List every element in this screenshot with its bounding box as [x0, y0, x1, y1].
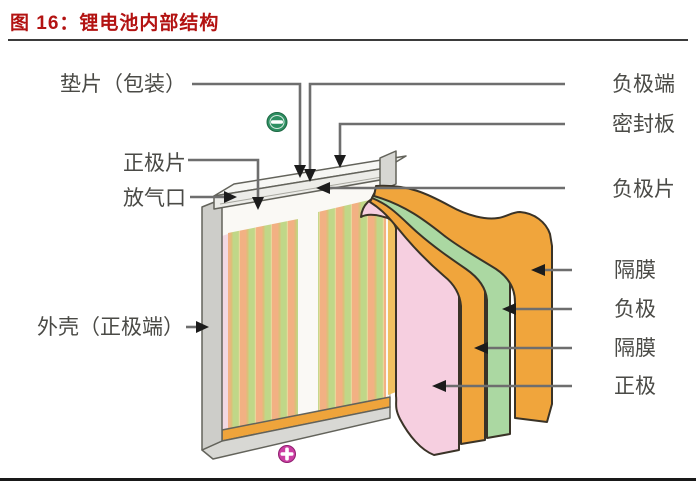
leader-lines [186, 82, 572, 392]
label-gasket: 垫片（包装） [60, 72, 186, 96]
bottom-rule [0, 478, 696, 481]
label-negative-tab: 负极片 [612, 177, 675, 201]
jelly-roll-stripes-right [318, 196, 386, 417]
arrowhead-positive-electrode [432, 380, 446, 392]
leader-sealing-plate [338, 122, 565, 155]
label-negative-terminal: 负极端 [612, 72, 675, 96]
arrowhead-negative-terminal [304, 169, 316, 182]
label-negative-electrode: 负极 [614, 297, 656, 321]
diagram-labels: 垫片（包装） 正极片 放气口 外壳（正极端） 负极端 密封板 负极片 隔膜 负极… [37, 72, 675, 398]
arrowhead-negative-electrode [502, 303, 516, 315]
arrowhead-gasket [294, 165, 306, 178]
label-positive-tab: 正极片 [123, 151, 186, 175]
wrap-edge-strip [388, 194, 396, 395]
arrowhead-sealing-plate [334, 155, 346, 168]
battery-cell [201, 150, 407, 460]
peeled-layers [360, 184, 553, 456]
leader-gasket [192, 82, 302, 165]
arrowhead-separator-top [531, 264, 545, 276]
separator-sheet-outer [373, 184, 553, 423]
label-positive-electrode: 正极 [614, 374, 656, 398]
label-separator-bottom: 隔膜 [614, 336, 656, 360]
shell-left [201, 198, 223, 451]
figure-title: 图 16：锂电池内部结构 [10, 13, 220, 34]
leader-negative-terminal [308, 82, 565, 169]
arrowhead-vent [224, 191, 237, 203]
label-separator-top: 隔膜 [614, 258, 656, 282]
label-sealing-plate: 密封板 [612, 112, 675, 136]
battery-diagram: 垫片（包装） 正极片 放气口 外壳（正极端） 负极端 密封板 负极片 隔膜 负极… [37, 72, 675, 463]
label-vent: 放气口 [123, 186, 186, 210]
lid-end-post [379, 150, 397, 192]
leader-positive-tab [188, 158, 260, 197]
minus-icon [266, 112, 288, 132]
title-underline [8, 39, 688, 41]
arrowhead-case [196, 321, 209, 333]
jelly-roll-stripes-left [228, 219, 298, 437]
arrowhead-positive-tab [252, 197, 264, 210]
plus-icon [278, 445, 296, 463]
label-case: 外壳（正极端） [37, 315, 184, 339]
arrowhead-negative-tab [316, 182, 330, 194]
arrowhead-separator-bottom [474, 342, 488, 354]
jelly-roll-pink-edge [222, 234, 228, 440]
lid-frame-line [219, 175, 389, 205]
